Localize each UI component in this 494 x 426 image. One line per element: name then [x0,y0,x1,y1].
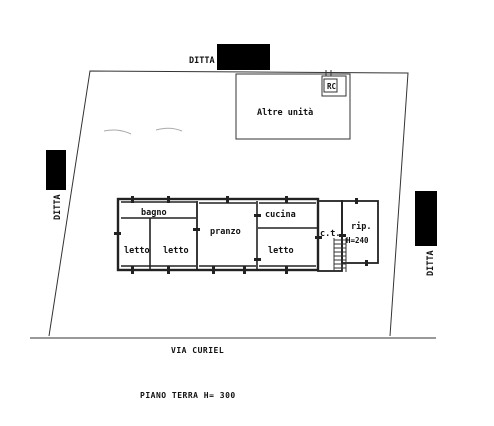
redaction-top [217,44,270,70]
room-label-rip: rip. [351,221,371,232]
pencil-mark [103,129,132,135]
room-label-cucina: cucina [265,209,296,220]
small-room-block [321,75,347,97]
room-label-letto-3: letto [268,246,294,256]
redaction-left [46,150,66,190]
neighbor-label-top: DITTA [189,56,215,66]
staircase [333,238,347,272]
redaction-right [415,191,437,246]
room-label-bagno: bagno [141,208,167,218]
room-label-pranzo: pranzo [210,227,241,237]
neighbor-label-right: DITTA [426,250,436,276]
room-label-rip-height: H=240 [346,236,369,245]
room-label-small: RC [327,82,336,91]
room-label-altre-unita: Altre unità [257,107,313,118]
small-room-inner [323,78,338,93]
rip-room [341,200,379,264]
window-marks [114,196,368,274]
other-units-block [235,73,351,140]
room-label-letto-2: letto [163,246,189,256]
floor-caption: PIANO TERRA H= 300 [140,391,236,400]
pencil-mark [155,127,183,132]
room-label-ct: c.t. [320,229,340,239]
room-label-letto-1: letto [124,246,150,256]
neighbor-label-left: DITTA [53,194,63,220]
street-label: VIA CURIEL [171,346,224,355]
site-boundary [48,70,409,337]
